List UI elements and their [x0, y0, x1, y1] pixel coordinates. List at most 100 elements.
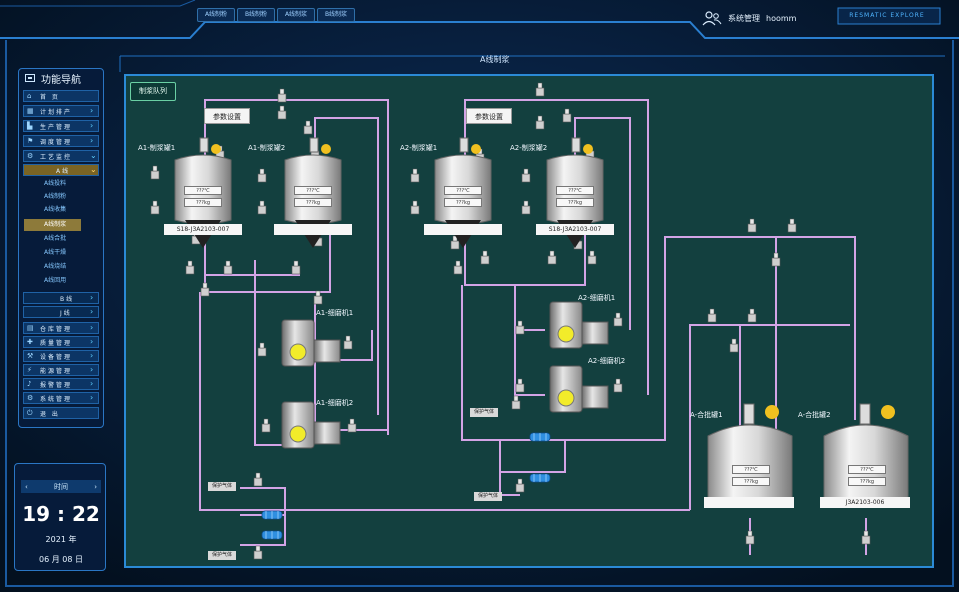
- tank-temp: ???℃: [556, 186, 594, 195]
- chevron-right-icon: ›: [90, 307, 94, 316]
- clock-time: 19 : 22: [22, 502, 100, 526]
- alarm-icon: ♪: [27, 380, 32, 388]
- mill-label: A2-细磨机1: [578, 294, 616, 302]
- sidebar-item-energy[interactable]: ⚡ 能源管理 ›: [23, 364, 99, 376]
- sidebar-item-line-b[interactable]: B线 ›: [23, 292, 99, 304]
- mix-tank-label: A-合批罐2: [798, 411, 831, 419]
- mix-tank-label: A-合批罐1: [690, 411, 723, 419]
- sidebar-item-dispatch[interactable]: ⚑ 调度管理 ›: [23, 135, 99, 147]
- quality-icon: ✚: [27, 338, 33, 346]
- tank-weight: ???kg: [444, 198, 482, 207]
- mix-tank-temp: ???℃: [848, 465, 886, 474]
- chevron-right-icon: ›: [90, 121, 94, 130]
- flow-tag: 保护气体: [470, 408, 498, 417]
- mix-tank-plate: [704, 497, 794, 508]
- mix-tank-weight: ???kg: [848, 477, 886, 486]
- flow-tag: 保护气体: [474, 492, 502, 501]
- user-group-icon: [702, 11, 722, 26]
- mix-tanks: [707, 403, 909, 505]
- tab-a-powder[interactable]: A线制粉: [197, 8, 235, 22]
- sidebar-subitem[interactable]: A线合批: [44, 235, 67, 242]
- tab-a-slurry[interactable]: A线制浆: [277, 8, 315, 22]
- tank-label: A2-制浆罐1: [400, 144, 438, 152]
- sidebar-item-logout[interactable]: ⏻ 退 出: [23, 407, 99, 419]
- monitor-icon: ⚙: [27, 152, 34, 160]
- chevron-right-icon: ›: [90, 393, 94, 402]
- chevron-right-icon: ›: [90, 379, 94, 388]
- clock-header-label: 时间: [54, 482, 68, 491]
- param-settings-button-right[interactable]: 参数设置: [466, 108, 512, 124]
- mill-label: A1-细磨机2: [316, 399, 354, 407]
- calendar-icon: ▦: [27, 107, 34, 115]
- menu-icon: [25, 74, 35, 82]
- warehouse-icon: ▤: [27, 324, 34, 332]
- tank-temp: ???℃: [184, 186, 222, 195]
- clock-panel: ‹ 时间 › 19 : 22 2021 年 06 月 08 日: [14, 463, 106, 571]
- chevron-down-icon: ⌄: [90, 151, 97, 160]
- power-icon: ⏻: [27, 409, 33, 417]
- mill-label: A2-细磨机2: [588, 357, 626, 365]
- sidebar-item-home[interactable]: ⌂ 首 页: [23, 90, 99, 102]
- user-box[interactable]: 系统管理 hoomm: [702, 8, 796, 28]
- chevron-right-icon: ›: [90, 337, 94, 346]
- tank-plate: S18-J3A2103-007: [164, 224, 242, 235]
- mix-tank-plate: J3A2103-006: [820, 497, 910, 508]
- tank-label: A1-制浆罐1: [138, 144, 176, 152]
- chevron-right-icon: ›: [90, 136, 94, 145]
- tab-b-powder[interactable]: B线制粉: [237, 8, 275, 22]
- sidebar-item-equipment[interactable]: ⚒ 设备管理 ›: [23, 350, 99, 362]
- sidebar-item-system[interactable]: ⚙ 系统管理 ›: [23, 392, 99, 404]
- brand-logo: RESMATIC EXPLORE: [849, 12, 925, 19]
- sidebar-item-line-a[interactable]: A线 ⌄: [23, 164, 99, 176]
- sidebar-subitem[interactable]: A线烧结: [44, 263, 67, 270]
- slurry-queue-button[interactable]: 制浆队列: [130, 82, 176, 101]
- sidebar-item-process-monitor[interactable]: ⚙ 工艺监控 ⌄: [23, 150, 99, 162]
- flow-tag: 保护气体: [208, 482, 236, 491]
- user-name: hoomm: [766, 13, 797, 23]
- mill-label: A1-细磨机1: [316, 309, 354, 317]
- tank-label: A1-制浆罐2: [248, 144, 286, 152]
- tank-temp: ???℃: [444, 186, 482, 195]
- chevron-right-icon: ›: [90, 351, 94, 360]
- chevron-right-icon[interactable]: ›: [94, 482, 97, 491]
- settings-icon: ⚙: [27, 394, 34, 402]
- tank-plate: S18-J3A2103-007: [536, 224, 614, 235]
- sidebar-subitem-active[interactable]: A线制浆: [24, 219, 81, 231]
- chevron-right-icon: ›: [90, 323, 94, 332]
- clock-year: 2021 年: [45, 535, 77, 544]
- sidebar-subitem[interactable]: A线收集: [44, 206, 67, 213]
- sidebar-subitem[interactable]: A线干燥: [44, 249, 67, 256]
- chevron-down-icon: ⌄: [90, 165, 97, 174]
- user-role: 系统管理: [728, 13, 760, 23]
- sidebar-subitem[interactable]: A线回用: [44, 277, 67, 284]
- chevron-right-icon: ›: [90, 106, 94, 115]
- flow-tag: 保护气体: [208, 551, 236, 560]
- chevron-left-icon[interactable]: ‹: [25, 482, 28, 491]
- clock-header: ‹ 时间 ›: [21, 480, 101, 493]
- sidebar-subitem[interactable]: A线投料: [44, 180, 67, 187]
- sidebar-item-line-j[interactable]: J线 ›: [23, 306, 99, 318]
- sidebar-item-quality[interactable]: ✚ 质量管理 ›: [23, 336, 99, 348]
- sidebar-item-plan[interactable]: ▦ 计划排产 ›: [23, 105, 99, 117]
- tank-temp: ???℃: [294, 186, 332, 195]
- sidebar-item-production[interactable]: ▙ 生产管理 ›: [23, 120, 99, 132]
- dispatch-icon: ⚑: [27, 137, 34, 145]
- sidebar-item-alarm[interactable]: ♪ 报警管理 ›: [23, 378, 99, 390]
- tank-weight: ???kg: [184, 198, 222, 207]
- param-settings-button-left[interactable]: 参数设置: [204, 108, 250, 124]
- tab-b-slurry[interactable]: B线制浆: [317, 8, 355, 22]
- mix-tank-temp: ???℃: [732, 465, 770, 474]
- energy-icon: ⚡: [27, 366, 32, 374]
- tank-plate: [424, 224, 502, 235]
- chevron-right-icon: ›: [90, 365, 94, 374]
- nav-title: 功能导航: [19, 69, 103, 87]
- sidebar-subitem[interactable]: A线制粉: [44, 193, 67, 200]
- factory-icon: ▙: [27, 122, 33, 130]
- mix-tank-weight: ???kg: [732, 477, 770, 486]
- sidebar-item-warehouse[interactable]: ▤ 仓库管理 ›: [23, 322, 99, 334]
- mills: [281, 301, 609, 449]
- chevron-right-icon: ›: [90, 293, 94, 302]
- equipment-icon: ⚒: [27, 352, 34, 360]
- tank-plate: [274, 224, 352, 235]
- page-title: A线制浆: [480, 55, 510, 64]
